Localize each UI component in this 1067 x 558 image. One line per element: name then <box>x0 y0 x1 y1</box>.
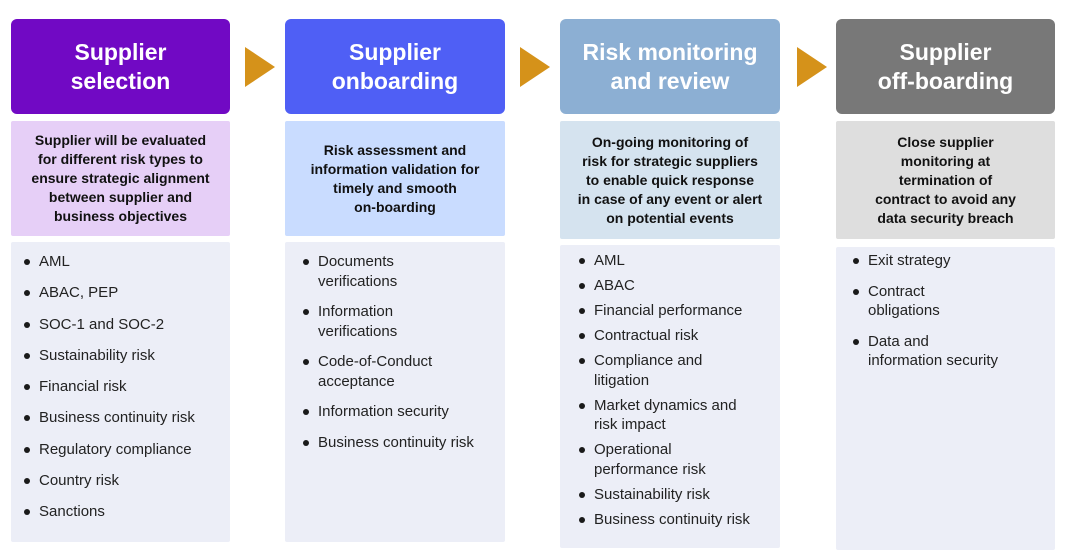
list-item: Financial risk <box>24 377 230 397</box>
stage-item-list: Documents verifications Information veri… <box>285 242 505 542</box>
stage-title: Supplier selection <box>11 19 230 114</box>
flow-arrow-icon <box>797 47 827 87</box>
list-item: Business continuity risk <box>303 433 505 453</box>
stage-summary: Close supplier monitoring at termination… <box>836 121 1055 239</box>
stage-title: Supplier off-boarding <box>836 19 1055 114</box>
list-item: AML <box>579 251 780 271</box>
list-item: Market dynamics and risk impact <box>579 396 780 435</box>
list-item: SOC-1 and SOC-2 <box>24 315 230 335</box>
list-item: Sustainability risk <box>579 485 780 505</box>
list-item: Data and information security <box>853 332 1055 371</box>
list-item: Code-of-Conduct acceptance <box>303 352 505 391</box>
list-item: Country risk <box>24 471 230 491</box>
list-item: Compliance and litigation <box>579 351 780 390</box>
stage-item-list: AML ABAC, PEP SOC-1 and SOC-2 Sustainabi… <box>11 242 230 542</box>
list-item: Operational performance risk <box>579 440 780 479</box>
list-item: Financial performance <box>579 301 780 321</box>
list-item: ABAC <box>579 276 780 296</box>
list-item: Exit strategy <box>853 251 1055 271</box>
list-item: Sanctions <box>24 502 230 522</box>
stage-summary: On-going monitoring of risk for strategi… <box>560 121 780 239</box>
list-item: Contract obligations <box>853 282 1055 321</box>
stage-item-list: AML ABAC Financial performance Contractu… <box>560 245 780 548</box>
stage-title: Risk monitoring and review <box>560 19 780 114</box>
flow-arrow-icon <box>245 47 275 87</box>
stage-item-list: Exit strategy Contract obligations Data … <box>836 247 1055 550</box>
list-item: Business continuity risk <box>579 510 780 530</box>
list-item: Information security <box>303 402 505 422</box>
stage-title: Supplier onboarding <box>285 19 505 114</box>
flow-arrow-icon <box>520 47 550 87</box>
list-item: Regulatory compliance <box>24 440 230 460</box>
list-item: Documents verifications <box>303 252 505 291</box>
list-item: ABAC, PEP <box>24 283 230 303</box>
list-item: AML <box>24 252 230 272</box>
stage-summary: Supplier will be evaluated for different… <box>11 121 230 236</box>
list-item: Business continuity risk <box>24 408 230 428</box>
stage-summary: Risk assessment and information validati… <box>285 121 505 236</box>
list-item: Sustainability risk <box>24 346 230 366</box>
list-item: Contractual risk <box>579 326 780 346</box>
list-item: Information verifications <box>303 302 505 341</box>
